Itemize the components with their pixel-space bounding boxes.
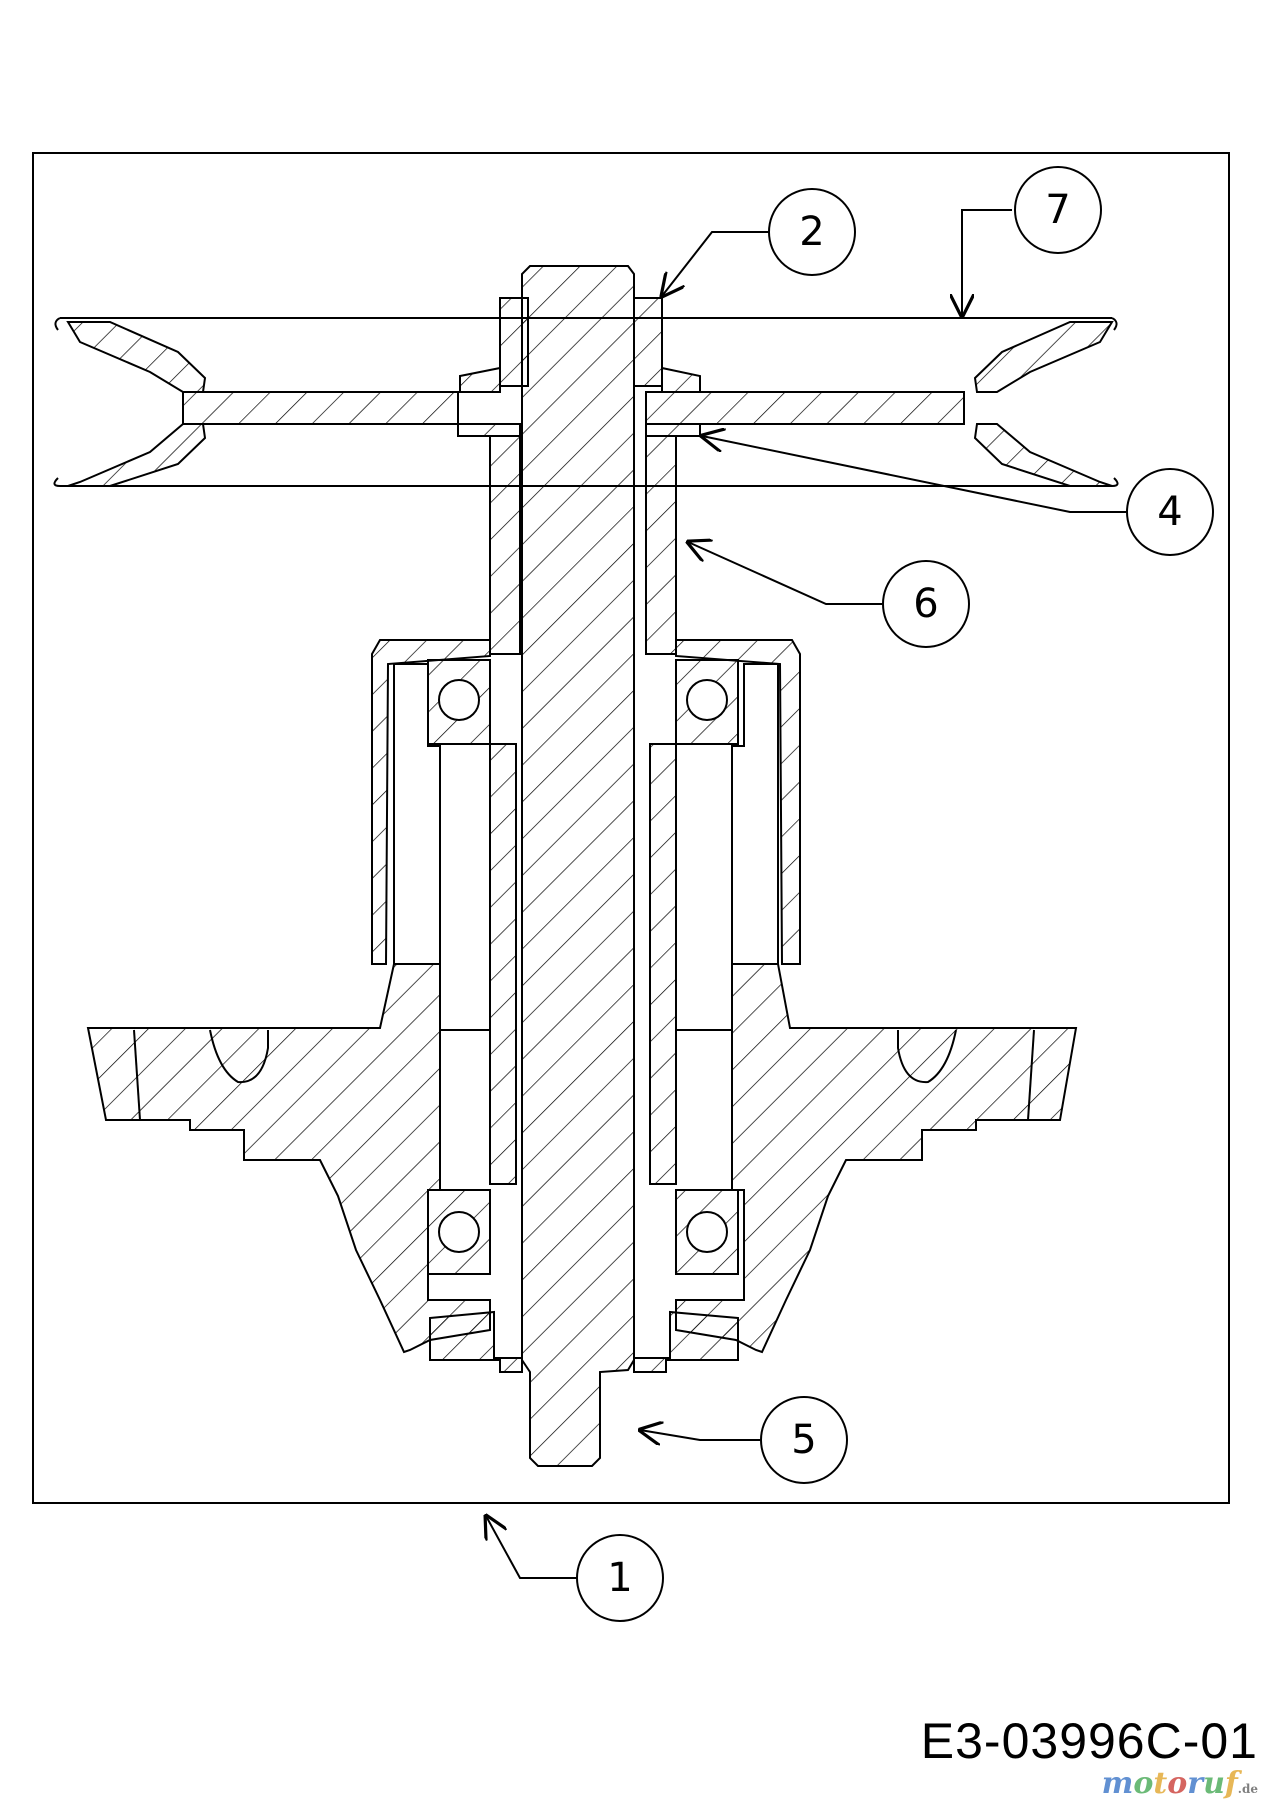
watermark-letter: o: [1133, 1766, 1154, 1801]
drawing-code: E3-03996C-01: [920, 1713, 1258, 1769]
watermark-tld: .de: [1237, 1782, 1258, 1796]
pulley: [66, 321, 1114, 487]
housing-bore: [133, 774, 1035, 1190]
watermark-letter: m: [1101, 1766, 1134, 1801]
spindle-shaft: [521, 265, 635, 1467]
svg-text:5: 5: [791, 1417, 816, 1463]
svg-text:4: 4: [1157, 489, 1182, 535]
svg-text:7: 7: [1045, 187, 1070, 233]
callout-6: 6: [882, 560, 970, 648]
leader-lines: [486, 209, 1126, 1579]
callout-4: 4: [1126, 468, 1214, 556]
watermark-letter: f: [1224, 1766, 1238, 1801]
svg-text:1: 1: [607, 1555, 632, 1601]
spacer-tube: [489, 435, 677, 1185]
lower-bearing-right: [675, 1189, 739, 1275]
lower-bearing-left: [427, 1189, 491, 1275]
watermark-letter: t: [1153, 1766, 1168, 1801]
upper-bearing-right: [675, 659, 739, 745]
blade-adapter: [429, 1310, 739, 1373]
watermark-name: motoruf: [1102, 1766, 1238, 1801]
upper-bearing-left: [427, 659, 491, 745]
callout-1: 1: [576, 1534, 664, 1622]
watermark-letter: u: [1203, 1766, 1225, 1801]
callout-7: 7: [1014, 166, 1102, 254]
watermark-letter: r: [1187, 1766, 1204, 1801]
svg-text:6: 6: [913, 581, 938, 627]
spindle-housing: [86, 963, 1078, 1354]
watermark-logo: motoruf.de: [1102, 1766, 1258, 1801]
drawing-frame: [32, 152, 1230, 1504]
watermark-letter: o: [1167, 1766, 1188, 1801]
callout-5: 5: [760, 1396, 848, 1484]
callout-2: 2: [768, 188, 856, 276]
svg-text:2: 2: [799, 209, 824, 255]
